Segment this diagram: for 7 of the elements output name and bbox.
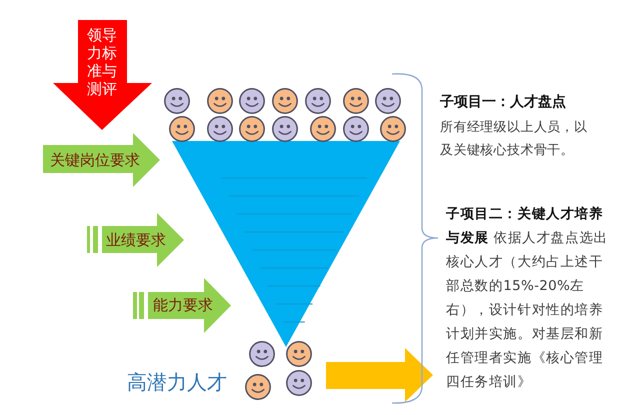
label-text: 高潜力人才: [127, 369, 227, 395]
section-heading: 子项目一：人才盘点: [440, 93, 566, 112]
pointer-banner: 关键岗位要求: [43, 133, 160, 187]
pointer-banner: 领导力标准与测评: [53, 20, 152, 130]
description-text: 子项目二：关键人才培养与发展 依据人才盘点选出核心人才（大约占上述干部总数的15%-20%左右），设计针对性的培养计划并实施。对基层和新任管理者实施《核心管理四任务培训》: [446, 205, 609, 392]
description-text: 所有经理级以上人员，以及关键核心技术骨干。: [440, 119, 588, 160]
block-arrow: [326, 348, 433, 402]
